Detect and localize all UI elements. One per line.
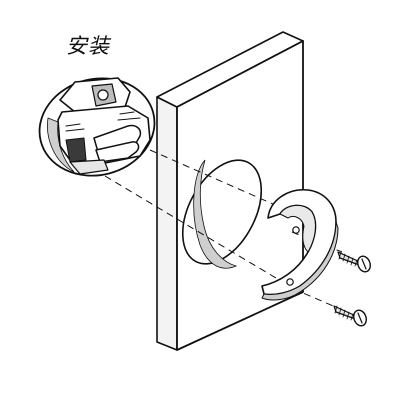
- lock-dark-block: [65, 137, 87, 163]
- lock-detail-lines: [65, 111, 141, 132]
- hole-inner-wall: [193, 159, 238, 269]
- mounting-bracket: [261, 189, 339, 301]
- bracket-hole-lower: [286, 278, 294, 286]
- lock-housing-shade: [47, 117, 75, 173]
- lock-base-tab: [69, 159, 109, 175]
- lock-lever-upper: [93, 124, 142, 153]
- bracket-thickness: [261, 221, 339, 301]
- alignment-line-screw-lower: [281, 283, 339, 309]
- lock-device: [38, 77, 156, 177]
- bracket-inner-flange: [279, 205, 316, 253]
- diagram-title: 安装: [66, 34, 110, 58]
- screw-upper: [337, 251, 371, 273]
- lock-lever-lower: [95, 141, 140, 163]
- screw-upper-slot: [361, 258, 367, 270]
- door-panel-edge: [156, 96, 178, 351]
- alignment-line-top: [149, 149, 283, 209]
- screw-upper-threads: [338, 251, 358, 267]
- lock-top-knob: [97, 89, 109, 101]
- screw-lower: [333, 305, 367, 327]
- bracket-hole-upper: [292, 226, 300, 234]
- mounting-hole: [181, 159, 263, 269]
- screw-lower-slot: [357, 312, 363, 324]
- screw-lower-threads: [334, 305, 354, 321]
